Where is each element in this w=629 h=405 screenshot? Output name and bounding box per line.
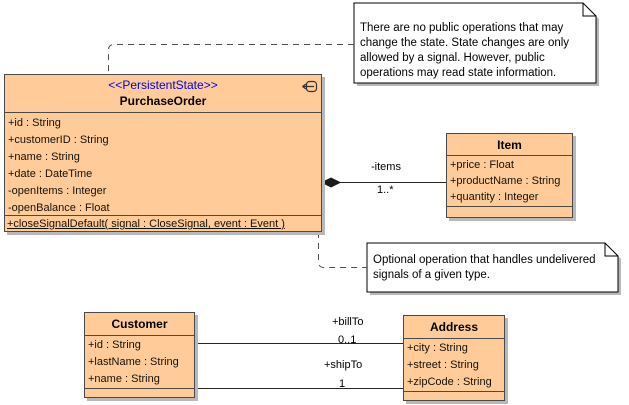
items-role-label: -items <box>371 161 401 173</box>
shipto-multiplicity-label: 1 <box>339 378 346 390</box>
attributes-compartment: +id : String +lastName : String +name : … <box>85 336 194 388</box>
class-item-header: Item <box>447 134 572 156</box>
attribute: -openItems : Integer <box>8 185 107 197</box>
attribute: +zipCode : String <box>407 376 492 388</box>
operations-compartment: +closeSignalDefault( signal : CloseSigna… <box>5 215 321 231</box>
shipto-role-label: +shipTo <box>324 359 363 371</box>
attribute: +name : String <box>8 151 80 163</box>
attribute: +id : String <box>88 339 141 351</box>
composition-diamond-icon <box>320 177 342 188</box>
state-machine-icon <box>300 79 318 94</box>
signal-note-shape[interactable] <box>366 242 619 293</box>
attribute: +street : String <box>407 359 479 371</box>
state-note-anchor-line[interactable] <box>108 44 355 75</box>
attributes-compartment: +city : String +street : String +zipCode… <box>404 339 504 391</box>
class-customer[interactable]: Customer +id : String +lastName : String… <box>84 312 195 398</box>
class-address-header: Address <box>404 316 504 339</box>
state-note-fold-icon <box>582 3 596 17</box>
billto-multiplicity-label: 0..1 <box>338 334 357 346</box>
billto-role-label: +billTo <box>332 316 364 328</box>
class-name: Address <box>429 320 479 334</box>
stereotype-label: <<PersistentState>> <box>108 78 218 92</box>
attribute: +city : String <box>407 342 468 354</box>
signal-note-anchor-line[interactable] <box>318 232 368 268</box>
signal-note-fold-icon <box>604 243 618 257</box>
class-customer-header: Customer <box>85 313 194 336</box>
class-purchaseorder[interactable]: <<PersistentState>> PurchaseOrder +id : … <box>4 74 322 232</box>
items-multiplicity-label: 1..* <box>377 184 394 196</box>
attribute: +id : String <box>8 117 61 129</box>
operations-compartment <box>404 391 504 400</box>
class-item[interactable]: Item +price : Float +productName : Strin… <box>446 133 573 218</box>
state-note-shape[interactable] <box>353 2 597 84</box>
class-name: PurchaseOrder <box>119 94 207 108</box>
state-note-text: There are no public operations that may … <box>360 22 570 79</box>
attribute: -openBalance : Float <box>8 202 110 214</box>
class-name: Customer <box>111 317 168 331</box>
attribute: +price : Float <box>450 159 514 171</box>
attributes-compartment: +price : Float +productName : String +qu… <box>447 156 572 206</box>
operations-compartment <box>447 206 572 217</box>
attribute: +customerID : String <box>8 134 109 146</box>
attribute: +date : DateTime <box>8 168 93 180</box>
attributes-compartment: +id : String +customerID : String +name … <box>5 113 321 215</box>
attribute: +lastName : String <box>88 356 179 368</box>
operations-compartment <box>85 388 194 397</box>
attribute: +name : String <box>88 373 160 385</box>
class-purchaseorder-header: <<PersistentState>> PurchaseOrder <box>5 75 321 113</box>
class-name: Item <box>497 137 522 152</box>
attribute: +productName : String <box>450 175 561 187</box>
attribute: +quantity : Integer <box>450 191 539 203</box>
operation: +closeSignalDefault( signal : CloseSigna… <box>7 218 285 230</box>
signal-note-text: Optional operation that handles undelive… <box>373 254 596 281</box>
class-address[interactable]: Address +city : String +street : String … <box>403 315 505 401</box>
